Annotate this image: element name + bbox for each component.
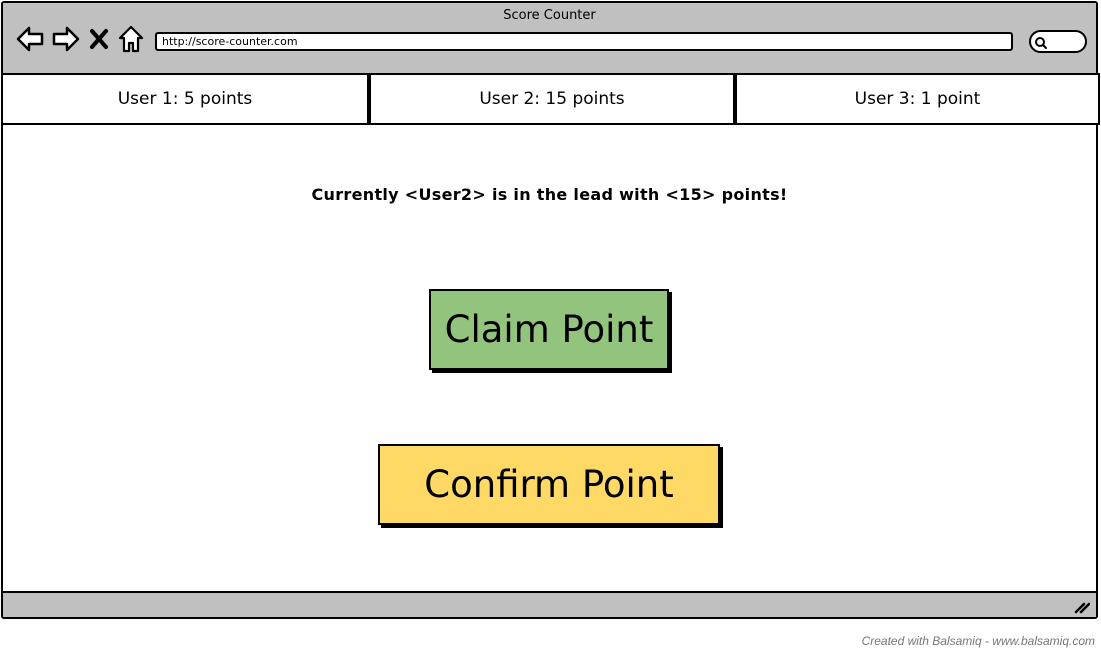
tab-user-2[interactable]: User 2: 15 points xyxy=(368,73,736,125)
tab-user-3[interactable]: User 3: 1 point xyxy=(735,73,1100,125)
home-icon[interactable] xyxy=(117,23,145,55)
forward-arrow-icon[interactable] xyxy=(51,23,81,55)
confirm-point-button[interactable]: Confirm Point xyxy=(378,444,720,525)
resize-grip-icon[interactable] xyxy=(1074,600,1090,614)
lead-message: Currently <User2> is in the lead with <1… xyxy=(311,185,788,204)
tab-user-1[interactable]: User 1: 5 points xyxy=(1,73,369,125)
search-icon xyxy=(1035,37,1047,49)
browser-titlebar: Score Counter http://score-counter.com xyxy=(3,3,1096,75)
browser-window: Score Counter http://score-counter.com U… xyxy=(1,1,1100,619)
user-tabs: User 1: 5 points User 2: 15 points User … xyxy=(1,73,1100,125)
credit-text: Created with Balsamiq - www.balsamiq.com xyxy=(861,634,1095,648)
window-title: Score Counter xyxy=(503,8,596,23)
back-arrow-icon[interactable] xyxy=(15,23,45,55)
status-bar xyxy=(3,591,1096,617)
claim-point-button[interactable]: Claim Point xyxy=(429,289,669,370)
url-input[interactable]: http://score-counter.com xyxy=(155,32,1013,51)
search-input[interactable] xyxy=(1029,30,1087,53)
close-icon[interactable] xyxy=(87,23,111,55)
